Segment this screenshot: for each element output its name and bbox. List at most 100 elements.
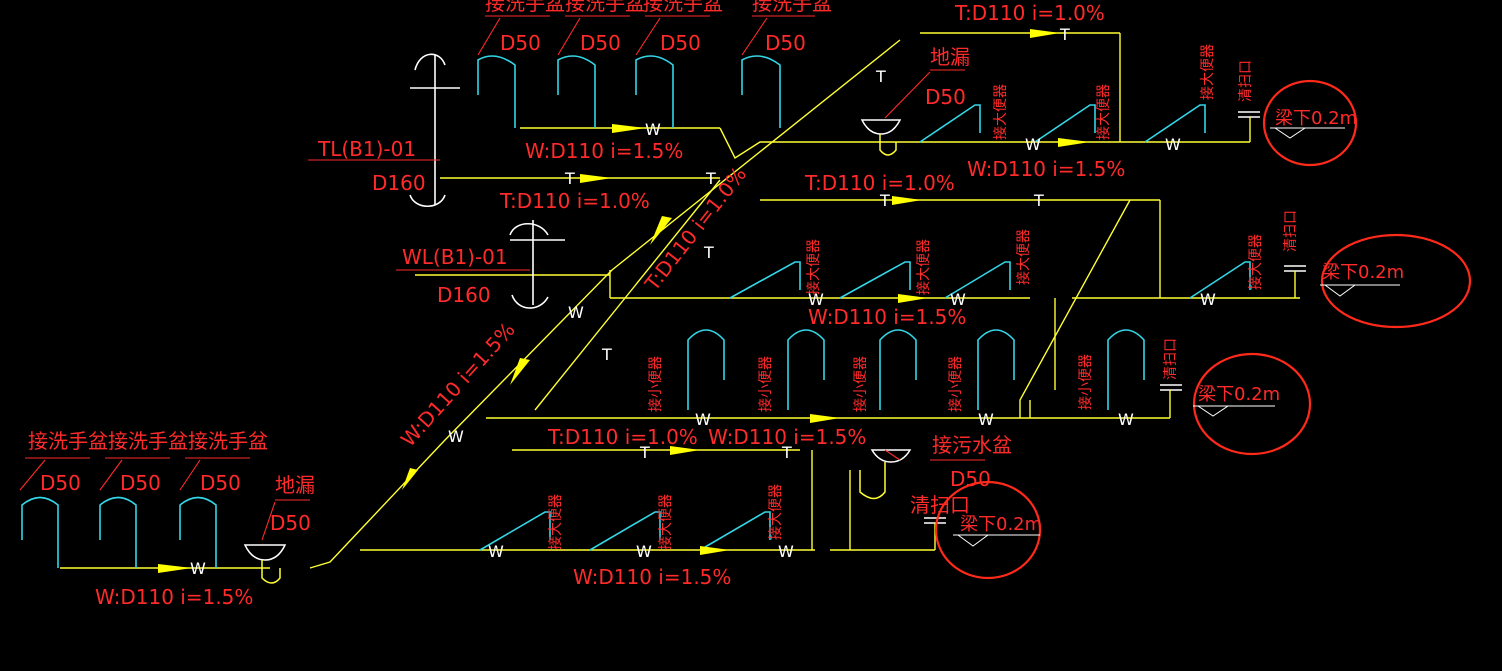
flow-arrow-icon — [650, 216, 672, 245]
toilet-connection — [1034, 104, 1096, 143]
toilet-label: 接大便器 — [805, 239, 822, 295]
flow-arrow-icon — [1058, 138, 1090, 147]
beam-elevation-label: 梁下0.2m — [1275, 108, 1357, 129]
w-marker: W — [636, 542, 652, 561]
basin-trap — [557, 55, 596, 128]
pipe-size-label: D50 — [500, 31, 541, 55]
vent-diagonal — [534, 179, 721, 411]
toilet-connection — [1189, 261, 1251, 299]
stacks — [409, 53, 565, 309]
elevation-marker-icon — [1320, 284, 1400, 297]
basin-label: 接洗手盆 — [752, 0, 832, 15]
cleanout-icon — [1160, 384, 1182, 418]
basin-trap — [99, 496, 137, 568]
urinal-label: 接小便器 — [1077, 354, 1094, 410]
t-marker: T — [601, 345, 612, 364]
w-marker: W — [190, 559, 206, 578]
slope-label: T:D110 i=1.0% — [954, 1, 1105, 25]
beam-callout-4: 梁下0.2m — [934, 480, 1042, 580]
cleanouts — [924, 111, 1306, 550]
urinal-trap — [879, 329, 917, 410]
slope-label: W:D110 i=1.5% — [95, 585, 253, 609]
floor-drains — [243, 119, 912, 584]
w-marker: W — [488, 542, 504, 561]
slope-label: T:D110 i=1.0% — [804, 171, 955, 195]
pipe-size-label: D50 — [580, 31, 621, 55]
basin-trap — [477, 55, 516, 128]
slope-label-rotated: T:D110 i=1.0% — [639, 162, 751, 296]
elevation-marker-icon — [953, 534, 1040, 547]
beam-callout-3: 梁下0.2m — [1192, 352, 1312, 456]
pipe-size-label: D50 — [200, 471, 241, 495]
w-marker: W — [978, 410, 994, 429]
cleanout-icon — [1238, 111, 1260, 142]
stack-tl-label: TL(B1)-01 — [317, 137, 416, 161]
t-marker: T — [1059, 25, 1070, 44]
flow-arrow-icon — [892, 196, 922, 205]
t-marker: T — [1033, 191, 1044, 210]
cleanout-label: 清扫口 — [1238, 60, 1254, 102]
toilet-connection — [699, 511, 771, 551]
mop-sink-label: 接污水盆 — [932, 433, 1012, 457]
slope-label: W:D110 i=1.5% — [525, 139, 683, 163]
basin-label: 接洗手盆 — [485, 0, 565, 15]
urinal-trap — [787, 329, 825, 410]
urinal-label: 接小便器 — [757, 356, 774, 412]
beam-elevation-label: 梁下0.2m — [1198, 384, 1280, 405]
fixtures — [21, 55, 1251, 568]
basin-label: 接洗手盆 — [565, 0, 645, 15]
beam-elevation-label: 梁下0.2m — [1322, 262, 1404, 283]
flow-arrow-icon — [898, 294, 928, 303]
beam-elevation-label: 梁下0.2m — [960, 514, 1042, 535]
w-marker: W — [448, 427, 464, 446]
leader-lines — [19, 15, 985, 541]
urinal-label: 接小便器 — [647, 356, 664, 412]
toilet-label: 接大便器 — [992, 84, 1009, 140]
floor-drain-icon — [860, 119, 902, 156]
pipe-size-label: D50 — [925, 85, 966, 109]
basin-trap — [21, 496, 59, 568]
flow-arrow-icon — [670, 446, 700, 455]
basin-label: 接洗手盆 — [28, 429, 108, 453]
stack-size-label: D160 — [437, 283, 491, 307]
flow-arrow-icon — [612, 124, 646, 133]
pipe-size-label: D50 — [660, 31, 701, 55]
t-marker: T — [875, 67, 886, 86]
floor-drain-icon — [243, 544, 287, 584]
basin-trap — [635, 55, 674, 128]
urinal-trap — [1107, 329, 1145, 410]
toilet-connection — [729, 261, 801, 299]
flow-arrow-icon — [700, 546, 730, 555]
slope-label: W:D110 i=1.5% — [573, 565, 731, 589]
toilet-connection — [944, 261, 1011, 299]
elevation-marker-icon — [1193, 405, 1275, 417]
flow-arrow-icon — [1030, 29, 1060, 38]
toilet-label: 接大便器 — [657, 494, 674, 550]
beam-callout-2: 梁下0.2m — [1320, 233, 1472, 329]
w-marker: W — [645, 120, 661, 139]
t-marker: T — [639, 443, 650, 462]
vertical-labels: 接大便器 接大便器 接大便器 接大便器 接大便器 接大便器 接大便器 接大便器 … — [547, 44, 1299, 550]
pipe-size-label: D50 — [40, 471, 81, 495]
p-trap-icon — [859, 449, 912, 500]
slope-label: T:D110 i=1.0% — [499, 189, 650, 213]
main-drain-diagonal — [309, 39, 901, 569]
urinal-trap — [977, 329, 1015, 410]
toilet-connection — [839, 261, 911, 299]
w-marker: W — [808, 290, 824, 309]
slope-label: W:D110 i=1.5% — [967, 157, 1125, 181]
pipe-size-label: D50 — [120, 471, 161, 495]
pipe-size-label: D50 — [765, 31, 806, 55]
toilet-label: 接大便器 — [767, 484, 784, 540]
urinal-label: 接小便器 — [947, 356, 964, 412]
urinal-label: 接小便器 — [852, 356, 869, 412]
t-marker: T — [879, 191, 890, 210]
flow-arrow-icon — [402, 468, 418, 490]
t-marker: T — [564, 169, 575, 188]
cleanout-icon — [1284, 265, 1306, 298]
flow-arrow-icon — [580, 174, 612, 183]
t-marker: T — [781, 443, 792, 462]
toilet-connection — [479, 511, 551, 551]
floor-drain-label: 地漏 — [930, 45, 970, 69]
w-marker: W — [695, 410, 711, 429]
